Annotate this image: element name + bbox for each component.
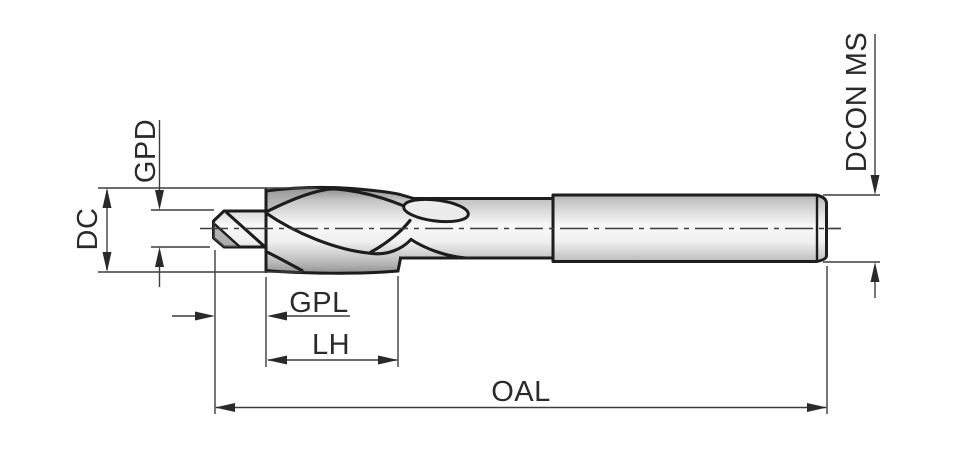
arrow-down-icon [870, 175, 880, 195]
flute-curves [264, 187, 468, 273]
arrow-right-icon [807, 403, 827, 412]
gpd-label: GPD [130, 119, 162, 183]
flute-runout-ellipse [402, 197, 470, 224]
gpd-dimension [151, 120, 214, 287]
arrow-left-icon [215, 403, 235, 412]
gpl-dimension [172, 311, 350, 321]
extension-lines [214, 250, 828, 414]
arrow-right-icon [195, 311, 215, 321]
lh-dimension [267, 355, 398, 365]
arrow-right-icon [378, 355, 398, 365]
dimension-system [98, 34, 880, 414]
arrow-left-icon [267, 355, 287, 365]
arrow-down-icon [102, 252, 112, 272]
shank [551, 193, 828, 263]
lh-label: LH [312, 329, 350, 361]
dcon-label: DCON MS [841, 32, 873, 172]
arrow-up-icon [155, 247, 164, 267]
gpl-label: GPL [289, 287, 349, 319]
oal-label: OAL [491, 376, 551, 408]
dimension-labels: DC GPD DCON MS GPL LH OAL [72, 32, 873, 408]
oal-dimension [215, 403, 827, 412]
cutter-body [266, 187, 415, 274]
dc-label: DC [72, 208, 104, 251]
arrow-up-icon [870, 262, 880, 282]
arrow-down-icon [155, 190, 164, 210]
dcon-dimension [823, 34, 880, 298]
flute-land-shading [266, 187, 338, 212]
arrow-up-icon [102, 188, 112, 208]
arrow-left-icon [267, 311, 287, 321]
tool-illustration [200, 185, 841, 275]
dc-dimension [98, 187, 316, 273]
